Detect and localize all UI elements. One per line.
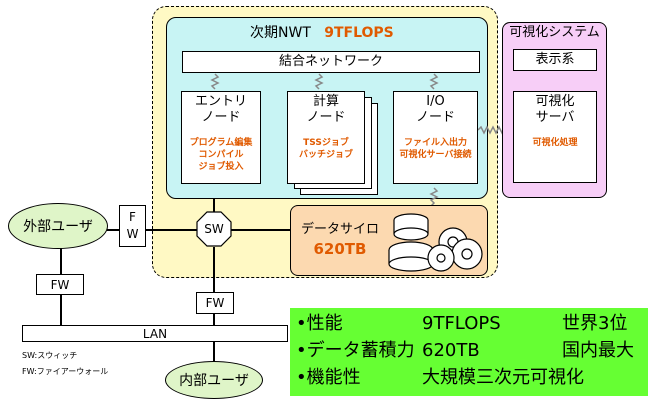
summary-note-2: 国内最大 bbox=[562, 340, 634, 361]
viz-title: 可視化システム bbox=[509, 25, 600, 40]
io-node-subtitle: ノード bbox=[415, 110, 455, 125]
wire-sw-fw bbox=[213, 247, 215, 292]
data-silo-size: 620TB bbox=[313, 240, 367, 258]
firewall-external: F W bbox=[119, 205, 146, 247]
io-node-title: I/O bbox=[426, 94, 445, 109]
compute-desc-1: TSSジョブ bbox=[303, 138, 349, 148]
viz-server: 可視化 サーバ 可視化処理 bbox=[513, 91, 597, 183]
compute-node-subtitle: ノード bbox=[306, 110, 346, 125]
wire-fwleft-lan bbox=[60, 295, 62, 325]
switch bbox=[196, 211, 232, 247]
data-silo-label: データサイロ bbox=[300, 222, 379, 237]
legend-fw: FW:ファイアーウォール bbox=[22, 367, 109, 376]
summary-note-1: 世界3位 bbox=[562, 313, 628, 334]
compute-desc-2: バッチジョブ bbox=[298, 150, 353, 160]
summary-panel: •性能 9TFLOPS 世界3位 •データ蓄積力 620TB 国内最大 •機能性… bbox=[290, 308, 648, 396]
summary-label-3: •機能性 bbox=[296, 367, 361, 388]
viz-server-desc: 可視化処理 bbox=[532, 138, 578, 148]
nwt-title: 次期NWT 9TFLOPS bbox=[250, 25, 394, 41]
firewall-center: FW bbox=[196, 292, 234, 314]
tape-storage-icon bbox=[388, 213, 483, 272]
wire-fw-sw bbox=[146, 229, 198, 231]
summary-value-1: 9TFLOPS bbox=[422, 313, 501, 334]
internal-user: 内部ユーザ bbox=[165, 361, 263, 399]
display-system: 表示系 bbox=[513, 49, 597, 71]
firewall-external-label-top: F bbox=[129, 210, 136, 224]
wire-external-fw-left bbox=[60, 248, 62, 274]
entry-desc-3: ジョブ投入 bbox=[198, 162, 244, 172]
wire-sw-silo bbox=[230, 229, 290, 231]
wire-external-fw bbox=[107, 229, 119, 231]
summary-label-1: •性能 bbox=[296, 313, 343, 334]
interconnect-network: 結合ネットワーク bbox=[182, 51, 480, 73]
entry-desc-2: コンパイル bbox=[198, 150, 244, 160]
wire-sw-nwt bbox=[213, 199, 215, 212]
summary-label-2: •データ蓄積力 bbox=[296, 340, 415, 361]
compute-node: 計算 ノード TSSジョブ バッチジョブ bbox=[287, 91, 365, 184]
switch-label: SW bbox=[204, 222, 224, 236]
entry-node-subtitle: ノード bbox=[201, 110, 241, 125]
io-node: I/O ノード ファイル入出力 可視化サーバ接続 bbox=[393, 91, 478, 184]
viz-server-subtitle: サーバ bbox=[535, 110, 575, 125]
compute-node-title: 計算 bbox=[312, 94, 339, 109]
firewall-external-label-bottom: W bbox=[126, 227, 139, 241]
io-desc-1: ファイル入出力 bbox=[403, 138, 467, 148]
legend-sw: SW:スウィッチ bbox=[22, 351, 78, 360]
io-desc-2: 可視化サーバ接続 bbox=[399, 150, 472, 160]
lan: LAN bbox=[22, 325, 288, 342]
entry-desc-1: プログラム編集 bbox=[189, 138, 253, 148]
summary-value-3: 大規模三次元可視化 bbox=[422, 367, 584, 388]
viz-server-title: 可視化 bbox=[535, 94, 575, 109]
entry-node-title: エントリ bbox=[194, 94, 247, 109]
external-user: 外部ユーザ bbox=[8, 203, 108, 249]
wire-lan-internal bbox=[213, 342, 215, 361]
wire-fw-lan bbox=[213, 314, 215, 325]
summary-value-2: 620TB bbox=[422, 340, 480, 361]
entry-node: エントリ ノード プログラム編集 コンパイル ジョブ投入 bbox=[181, 91, 261, 184]
firewall-left: FW bbox=[36, 274, 84, 295]
